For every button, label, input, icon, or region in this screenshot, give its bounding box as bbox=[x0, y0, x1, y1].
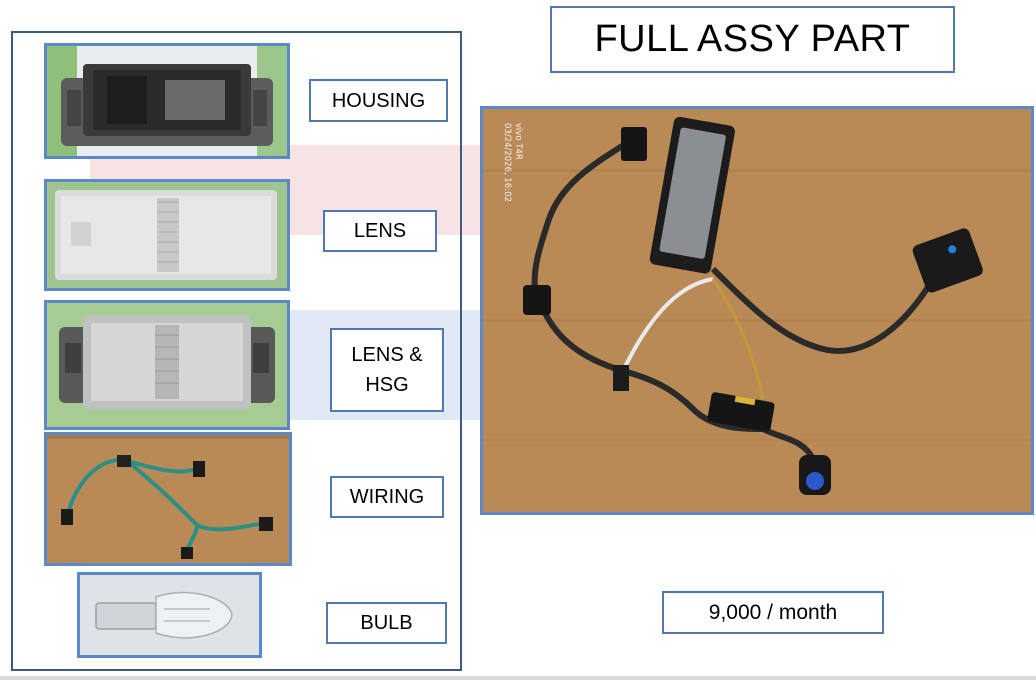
housing-label-text: HOUSING bbox=[331, 89, 426, 112]
camera-brand: vivo T4R bbox=[513, 123, 523, 160]
lens-label-text: LENS bbox=[353, 220, 407, 242]
quantity-text: 9,000 / month bbox=[708, 600, 838, 624]
full-assembly-photo: vivo T4R 03/24/2026, 16:02 bbox=[480, 106, 1034, 515]
quantity-box: 9,000 / month bbox=[662, 591, 884, 634]
bulb-photo bbox=[77, 572, 262, 658]
lens-label: LENS bbox=[323, 210, 437, 252]
wiring-photo bbox=[44, 432, 292, 566]
housing-photo bbox=[44, 43, 290, 159]
bulb-label-text: BULB bbox=[360, 612, 413, 634]
lens-hsg-label: LENS & HSG bbox=[330, 328, 444, 412]
camera-timestamp: vivo T4R 03/24/2026, 16:02 bbox=[489, 123, 523, 213]
lens-hsg-photo bbox=[44, 300, 290, 430]
page-title-text: FULL ASSY PART bbox=[594, 18, 911, 60]
bottom-divider bbox=[0, 676, 1036, 680]
wiring-label: WIRING bbox=[330, 476, 444, 518]
parts-panel bbox=[11, 31, 462, 671]
wiring-label-text: WIRING bbox=[349, 486, 425, 508]
housing-label: HOUSING bbox=[309, 79, 448, 122]
lens-photo bbox=[44, 179, 290, 291]
bulb-label: BULB bbox=[326, 602, 447, 644]
lens-hsg-label-text: LENS & HSG bbox=[351, 344, 423, 396]
page-title: FULL ASSY PART bbox=[550, 6, 955, 73]
camera-datetime: 03/24/2026, 16:02 bbox=[502, 123, 512, 202]
